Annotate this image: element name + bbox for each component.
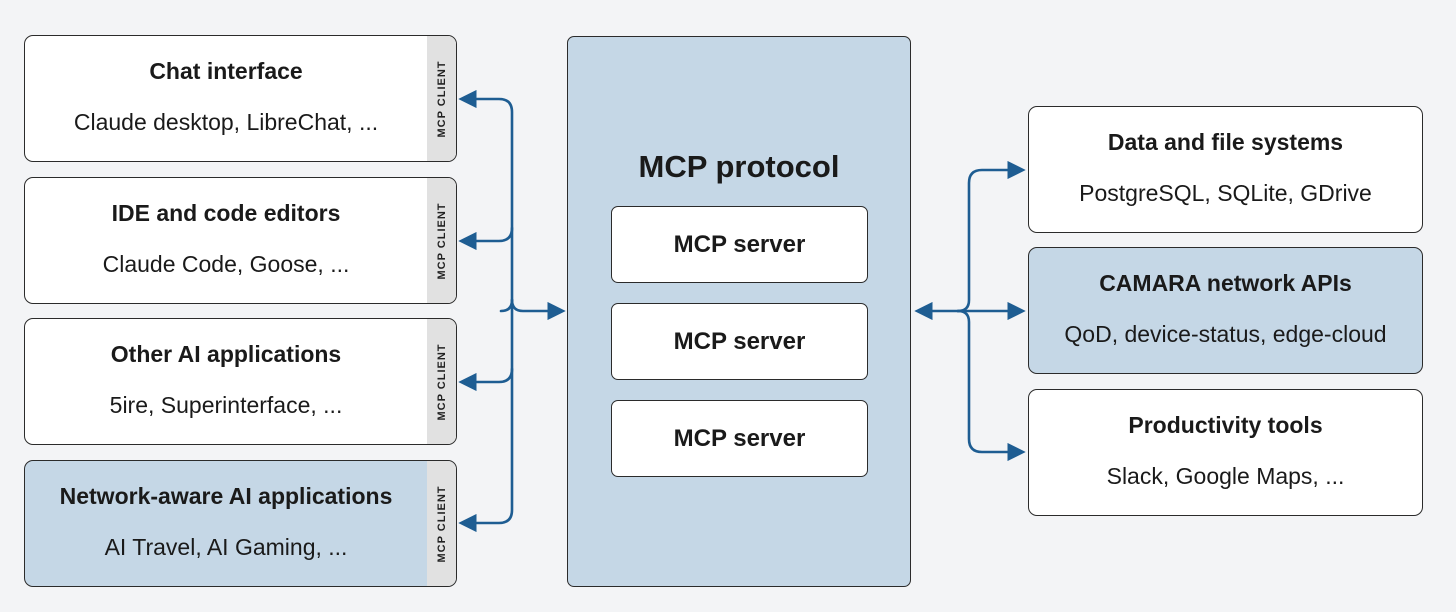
mcp-client-tag: MCP CLIENT: [427, 319, 456, 444]
branch-join-left: [499, 298, 514, 313]
service-box-productivity: Productivity tools Slack, Google Maps, .…: [1028, 389, 1423, 516]
client-box-network-aware: Network-aware AI applications AI Travel,…: [24, 460, 457, 587]
service-title: Productivity tools: [1128, 412, 1323, 438]
arrow-to-data-files: [956, 160, 1026, 313]
mcp-server-box: MCP server: [611, 206, 868, 283]
client-box-chat-interface: Chat interface Claude desktop, LibreChat…: [24, 35, 457, 162]
client-subtitle: Claude Code, Goose, ...: [102, 251, 350, 277]
service-subtitle: PostgreSQL, SQLite, GDrive: [1079, 180, 1372, 206]
mcp-client-tag: MCP CLIENT: [427, 178, 456, 303]
service-title: Data and file systems: [1107, 129, 1344, 155]
service-box-camara: CAMARA network APIs QoD, device-status, …: [1028, 247, 1423, 374]
service-subtitle: Slack, Google Maps, ...: [1106, 463, 1345, 489]
service-box-data-files: Data and file systems PostgreSQL, SQLite…: [1028, 106, 1423, 233]
arrow-to-network-aware-client: [458, 298, 514, 533]
arrow-to-other-ai-client: [458, 367, 514, 392]
mcp-protocol-box: MCP protocol MCP server MCP server MCP s…: [567, 36, 911, 587]
client-subtitle: Claude desktop, LibreChat, ...: [73, 109, 379, 135]
client-subtitle: AI Travel, AI Gaming, ...: [104, 534, 348, 560]
client-title: Other AI applications: [110, 341, 342, 367]
protocol-title: MCP protocol: [638, 149, 840, 184]
client-title: Chat interface: [149, 58, 303, 84]
mcp-client-tag: MCP CLIENT: [427, 461, 456, 586]
mcp-server-box: MCP server: [611, 303, 868, 380]
arrow-to-chat-client: [458, 89, 514, 302]
client-title: IDE and code editors: [111, 200, 341, 226]
client-box-ide: IDE and code editors Claude Code, Goose,…: [24, 177, 457, 304]
client-subtitle: 5ire, Superinterface, ...: [109, 392, 343, 418]
arrow-to-protocol-left: [510, 298, 566, 321]
arrow-to-productivity: [956, 309, 1026, 462]
client-title: Network-aware AI applications: [59, 483, 393, 509]
service-title: CAMARA network APIs: [1099, 270, 1352, 296]
mcp-client-tag: MCP CLIENT: [427, 36, 456, 161]
client-box-other-ai: Other AI applications 5ire, Superinterfa…: [24, 318, 457, 445]
mcp-server-box: MCP server: [611, 400, 868, 477]
service-subtitle: QoD, device-status, edge-cloud: [1064, 321, 1387, 347]
arrow-to-ide-client: [458, 226, 514, 251]
